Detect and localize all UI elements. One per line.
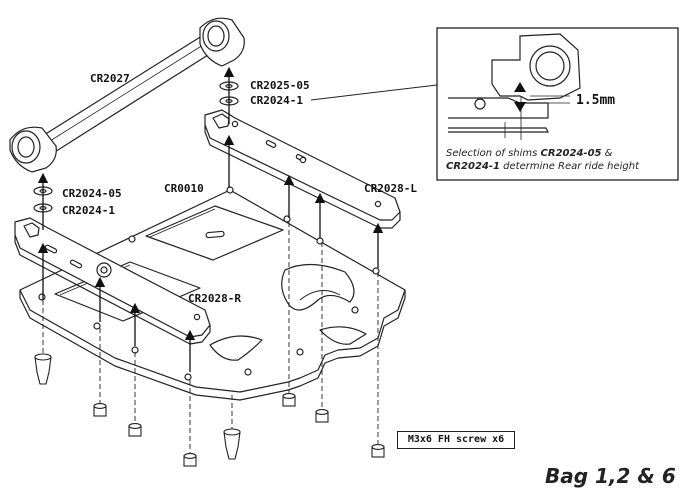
inset-leader-line bbox=[310, 84, 438, 101]
screw-8 bbox=[371, 444, 385, 458]
label-axle: CR2027 bbox=[90, 72, 130, 85]
screw-3 bbox=[128, 423, 142, 437]
inset-caption: Selection of shims CR2024-05 &CR2024-1 d… bbox=[446, 148, 639, 172]
assembly-arrows bbox=[37, 66, 384, 372]
screws bbox=[34, 353, 385, 467]
label-shim-upper-a: CR2025-05 bbox=[250, 79, 310, 92]
screw-2 bbox=[93, 403, 107, 417]
label-plate: CR0010 bbox=[164, 182, 204, 195]
label-rail-left: CR2028-L bbox=[364, 182, 417, 195]
inset-dimension: 1.5mm bbox=[576, 93, 615, 108]
bag-label: Bag 1,2 & 6 bbox=[545, 464, 676, 488]
screw-1 bbox=[34, 353, 52, 385]
label-shim-upper-b: CR2024-1 bbox=[250, 94, 303, 107]
screw-7 bbox=[315, 409, 329, 423]
chassis-plate bbox=[19, 186, 406, 401]
screw-4 bbox=[183, 453, 197, 467]
screw-6 bbox=[282, 393, 296, 407]
inset-detail: 1.5mm bbox=[436, 27, 679, 181]
label-rail-right: CR2028-R bbox=[188, 292, 241, 305]
axle bbox=[9, 17, 245, 173]
screw-note-box: M3x6 FH screw x6 bbox=[397, 431, 515, 449]
screw-5 bbox=[223, 428, 241, 460]
label-shim-lower-a: CR2024-05 bbox=[62, 187, 122, 200]
label-shim-lower-b: CR2024-1 bbox=[62, 204, 115, 217]
screw-guide-lines bbox=[42, 222, 379, 455]
